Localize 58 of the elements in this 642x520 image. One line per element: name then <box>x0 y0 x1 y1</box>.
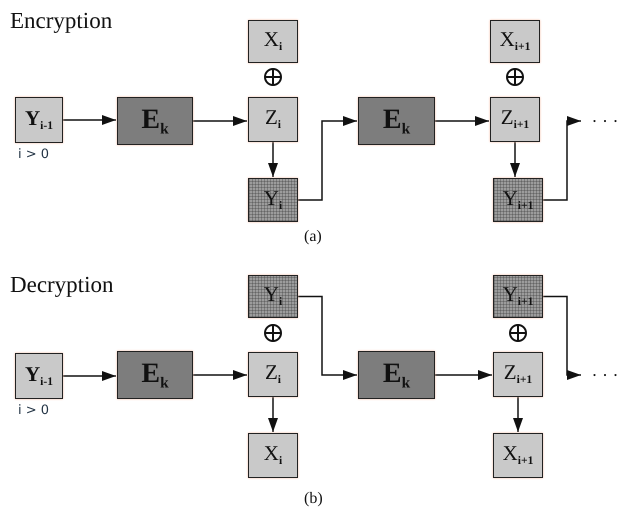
data-block <box>493 352 543 397</box>
block-label: E$_{k}$ <box>382 106 410 136</box>
figure-caption: (b) <box>304 490 323 508</box>
condition-note: i > 0 <box>18 147 50 162</box>
block-label: Z$_{i+1}$ <box>500 107 530 132</box>
arrow <box>435 370 492 380</box>
data-block <box>15 353 63 399</box>
block-label: Z$_{i+1}$ <box>504 362 532 387</box>
ciphertext-block <box>248 178 298 222</box>
block-label: X$_{i+1}$ <box>500 29 530 54</box>
data-block <box>493 433 543 478</box>
block-label: Z$_{i}$ <box>264 107 282 132</box>
arrow <box>543 296 581 380</box>
ellipsis-text: · · · <box>592 366 618 384</box>
block-label: Y$_{i-1}$ <box>25 108 53 132</box>
block-label: Y$_{i+1}$ <box>502 284 534 309</box>
arrow <box>298 296 357 380</box>
data-block <box>248 352 298 397</box>
block-label: X$_{i+1}$ <box>502 443 534 468</box>
block-label: E$_{k}$ <box>141 360 169 390</box>
block-label: E$_{k}$ <box>382 360 410 390</box>
figure-caption: (a) <box>304 228 322 246</box>
block-label: Y$_{i}$ <box>264 284 282 309</box>
ciphertext-block <box>248 275 298 318</box>
ellipsis-text: · · · <box>592 112 618 130</box>
block-label: Z$_{i}$ <box>264 362 282 387</box>
block-label: Y$_{i-1}$ <box>25 364 53 388</box>
data-block <box>490 20 540 63</box>
data-block <box>248 20 298 63</box>
arrow <box>298 116 357 201</box>
arrow <box>435 116 489 126</box>
ciphertext-block <box>493 275 543 318</box>
block-label: Y$_{i}$ <box>264 188 282 212</box>
condition-note: i > 0 <box>18 403 50 418</box>
ciphertext-block <box>493 178 543 222</box>
arrow <box>193 116 247 126</box>
cipher-block <box>358 351 435 399</box>
cipher-block <box>117 97 193 145</box>
arrow <box>268 397 278 432</box>
arrow <box>510 142 520 177</box>
data-block <box>15 97 63 143</box>
block-label: Y$_{i+1}$ <box>502 188 534 212</box>
arrow <box>513 397 523 432</box>
block-label: X$_{i}$ <box>264 443 282 468</box>
arrow <box>543 116 581 201</box>
data-block <box>248 97 298 142</box>
block-label: X$_{i}$ <box>264 29 282 54</box>
arrow <box>63 115 116 125</box>
arrow <box>268 142 278 177</box>
arrow <box>193 370 247 380</box>
cipher-block <box>117 351 193 399</box>
data-block <box>248 433 298 478</box>
arrow <box>63 371 116 381</box>
section-heading: Encryption <box>10 8 112 34</box>
section-heading: Decryption <box>10 272 114 298</box>
data-block <box>490 97 540 142</box>
cipher-block <box>358 97 435 145</box>
block-label: E$_{k}$ <box>141 106 169 136</box>
